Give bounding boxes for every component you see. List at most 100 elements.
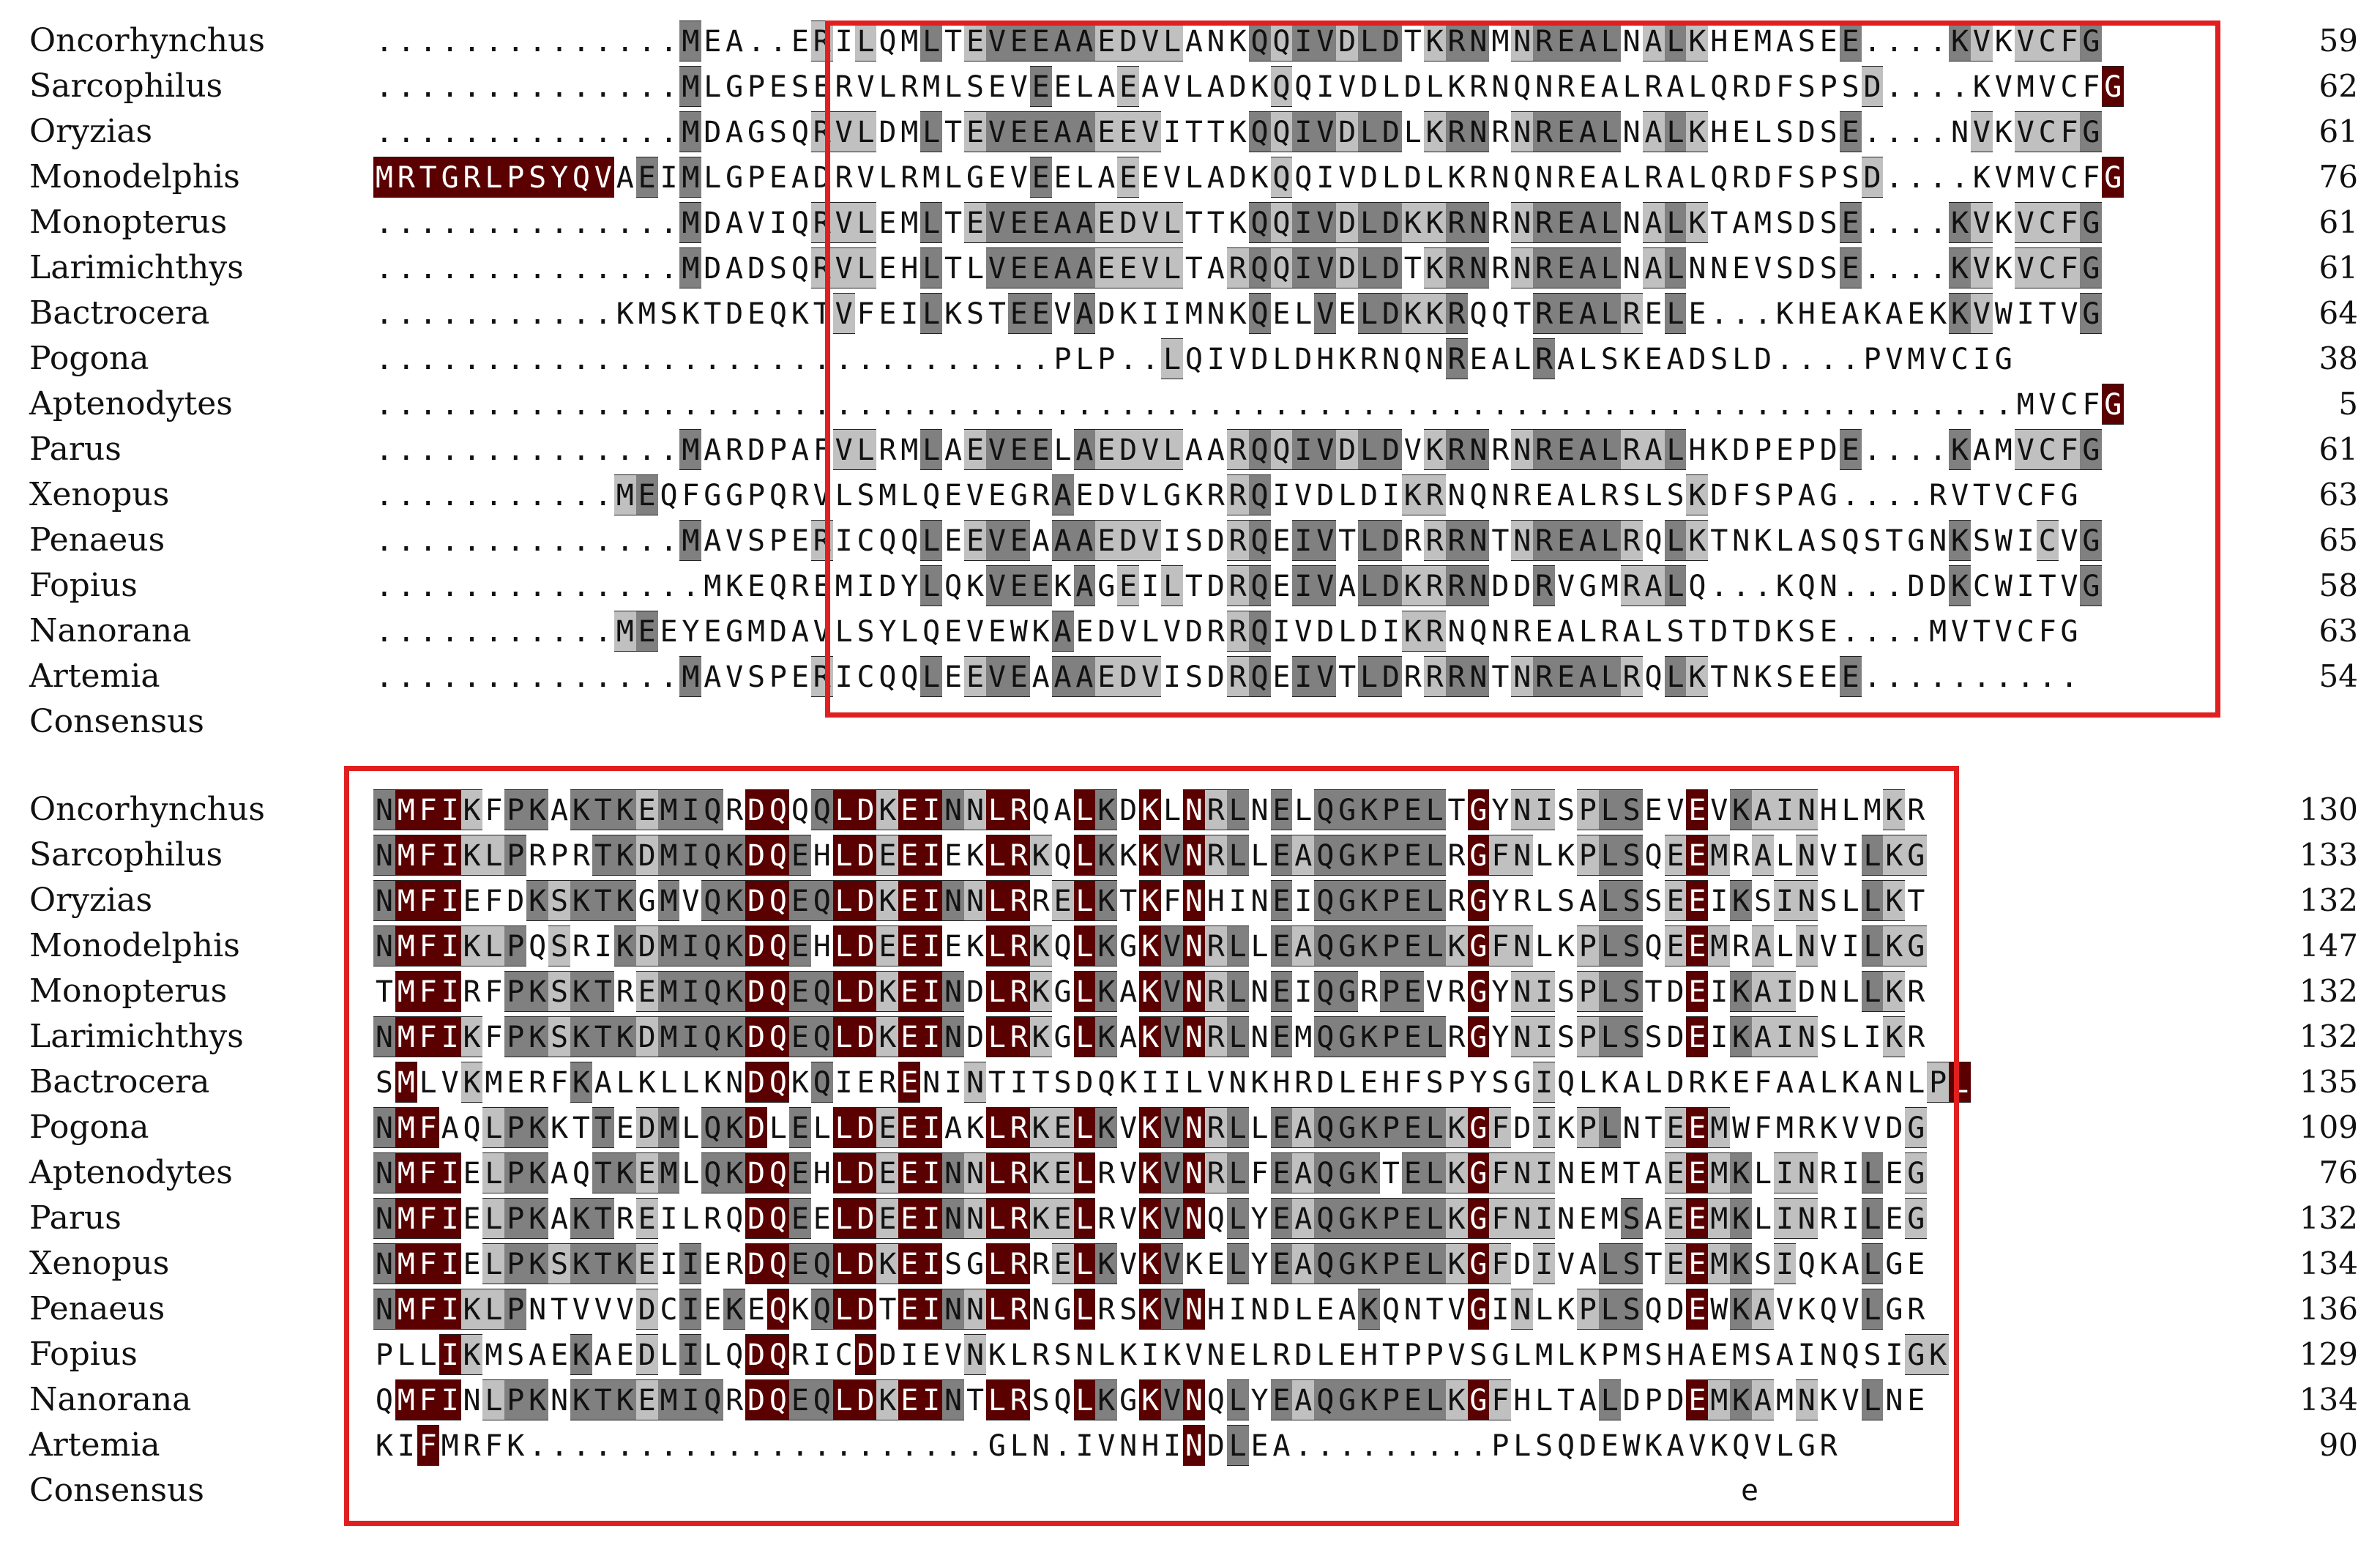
- residue: F: [485, 884, 503, 918]
- residue: R: [1423, 611, 1446, 652]
- residue: T: [1206, 116, 1225, 149]
- residue: .: [1951, 660, 1969, 694]
- residue: K: [723, 1016, 746, 1057]
- residue: N: [1182, 1198, 1205, 1239]
- residue: I: [1163, 660, 1182, 694]
- residue: I: [1381, 615, 1400, 649]
- residue: R: [1007, 1379, 1030, 1420]
- residue: N: [942, 1289, 965, 1330]
- residue: E: [1272, 570, 1291, 603]
- residue: L: [1141, 615, 1160, 649]
- residue: A: [1622, 1066, 1641, 1100]
- residue: S: [769, 116, 788, 149]
- residue: E: [944, 615, 963, 649]
- residue: K: [1358, 1379, 1380, 1420]
- residue: F: [2058, 21, 2081, 62]
- residue: M: [922, 70, 941, 104]
- residue: V: [1841, 1111, 1859, 1145]
- residue: K: [1447, 161, 1466, 195]
- residue: L: [660, 1338, 678, 1372]
- residue: L: [832, 1289, 855, 1330]
- residue: V: [2014, 111, 2037, 152]
- residue: R: [1445, 565, 1468, 606]
- residue: .: [1250, 388, 1269, 422]
- residue: L: [1861, 1289, 1884, 1330]
- residue: .: [1119, 343, 1138, 376]
- residue: G: [1336, 1107, 1359, 1148]
- residue: L: [813, 1111, 831, 1145]
- residue: R: [1600, 615, 1619, 649]
- residue: E: [704, 1293, 722, 1327]
- residue: M: [679, 21, 702, 62]
- residue: K: [876, 789, 899, 830]
- residue: S: [966, 70, 985, 104]
- residue: .: [485, 252, 503, 286]
- residue: K: [1949, 429, 1971, 470]
- residue: I: [594, 930, 612, 964]
- residue: I: [1533, 1107, 1556, 1148]
- residue: F: [485, 1429, 503, 1463]
- residue: Q: [1556, 1429, 1575, 1463]
- residue: L: [920, 429, 943, 470]
- residue: E: [857, 1066, 875, 1100]
- residue: P: [747, 479, 766, 513]
- residue: N: [1511, 111, 1534, 152]
- residue: K: [1775, 297, 1794, 331]
- residue: .: [1951, 388, 1969, 422]
- residue: Q: [1248, 111, 1271, 152]
- residue: L: [1226, 1379, 1249, 1420]
- residue: E: [1839, 429, 1862, 470]
- residue: G: [2080, 565, 2103, 606]
- residue: L: [920, 656, 943, 697]
- residue: .: [791, 388, 809, 422]
- residue: .: [922, 1429, 941, 1463]
- residue: G: [2080, 293, 2103, 334]
- residue: .: [813, 1429, 831, 1463]
- residue-count: 61: [2319, 250, 2358, 286]
- residue: G: [1336, 1016, 1359, 1057]
- residue: A: [1642, 111, 1665, 152]
- residue: N: [964, 880, 986, 921]
- residue: K: [638, 1066, 656, 1100]
- residue: D: [1754, 70, 1772, 104]
- residue: R: [1032, 1338, 1050, 1372]
- residue: H: [1381, 1066, 1400, 1100]
- residue: I: [920, 1379, 943, 1420]
- residue: L: [854, 21, 877, 62]
- residue: A: [1032, 660, 1050, 694]
- residue: K: [1927, 1334, 1950, 1375]
- residue: L: [1775, 839, 1794, 873]
- residue: V: [1403, 433, 1422, 467]
- residue: E: [1029, 202, 1052, 243]
- residue: .: [616, 252, 634, 286]
- residue: P: [1379, 971, 1402, 1012]
- residue: L: [1294, 794, 1313, 827]
- residue: R: [878, 433, 897, 467]
- residue: E: [1732, 25, 1750, 59]
- residue: Q: [1314, 789, 1337, 830]
- residue: .: [1469, 1429, 1488, 1463]
- residue: .: [944, 343, 963, 376]
- residue: D: [635, 1334, 658, 1375]
- residue: E: [898, 1379, 921, 1420]
- residue: R: [1445, 247, 1468, 288]
- residue: S: [1469, 1338, 1488, 1372]
- residue: G: [747, 116, 766, 149]
- residue: L: [1423, 1016, 1446, 1057]
- residue: L: [1598, 1289, 1621, 1330]
- residue: R: [1032, 884, 1050, 918]
- residue: C: [1951, 343, 1969, 376]
- residue: V: [1447, 1293, 1466, 1327]
- residue: V: [966, 479, 985, 513]
- residue: I: [1141, 1066, 1160, 1100]
- residue: E: [635, 789, 658, 830]
- residue: C: [2036, 21, 2059, 62]
- residue: E: [1228, 1338, 1247, 1372]
- residue: R: [1600, 479, 1619, 513]
- residue: R: [1797, 1111, 1816, 1145]
- residue: V: [725, 660, 744, 694]
- residue: .: [572, 479, 590, 513]
- residue: L: [1161, 247, 1183, 288]
- residue: R: [1007, 925, 1030, 966]
